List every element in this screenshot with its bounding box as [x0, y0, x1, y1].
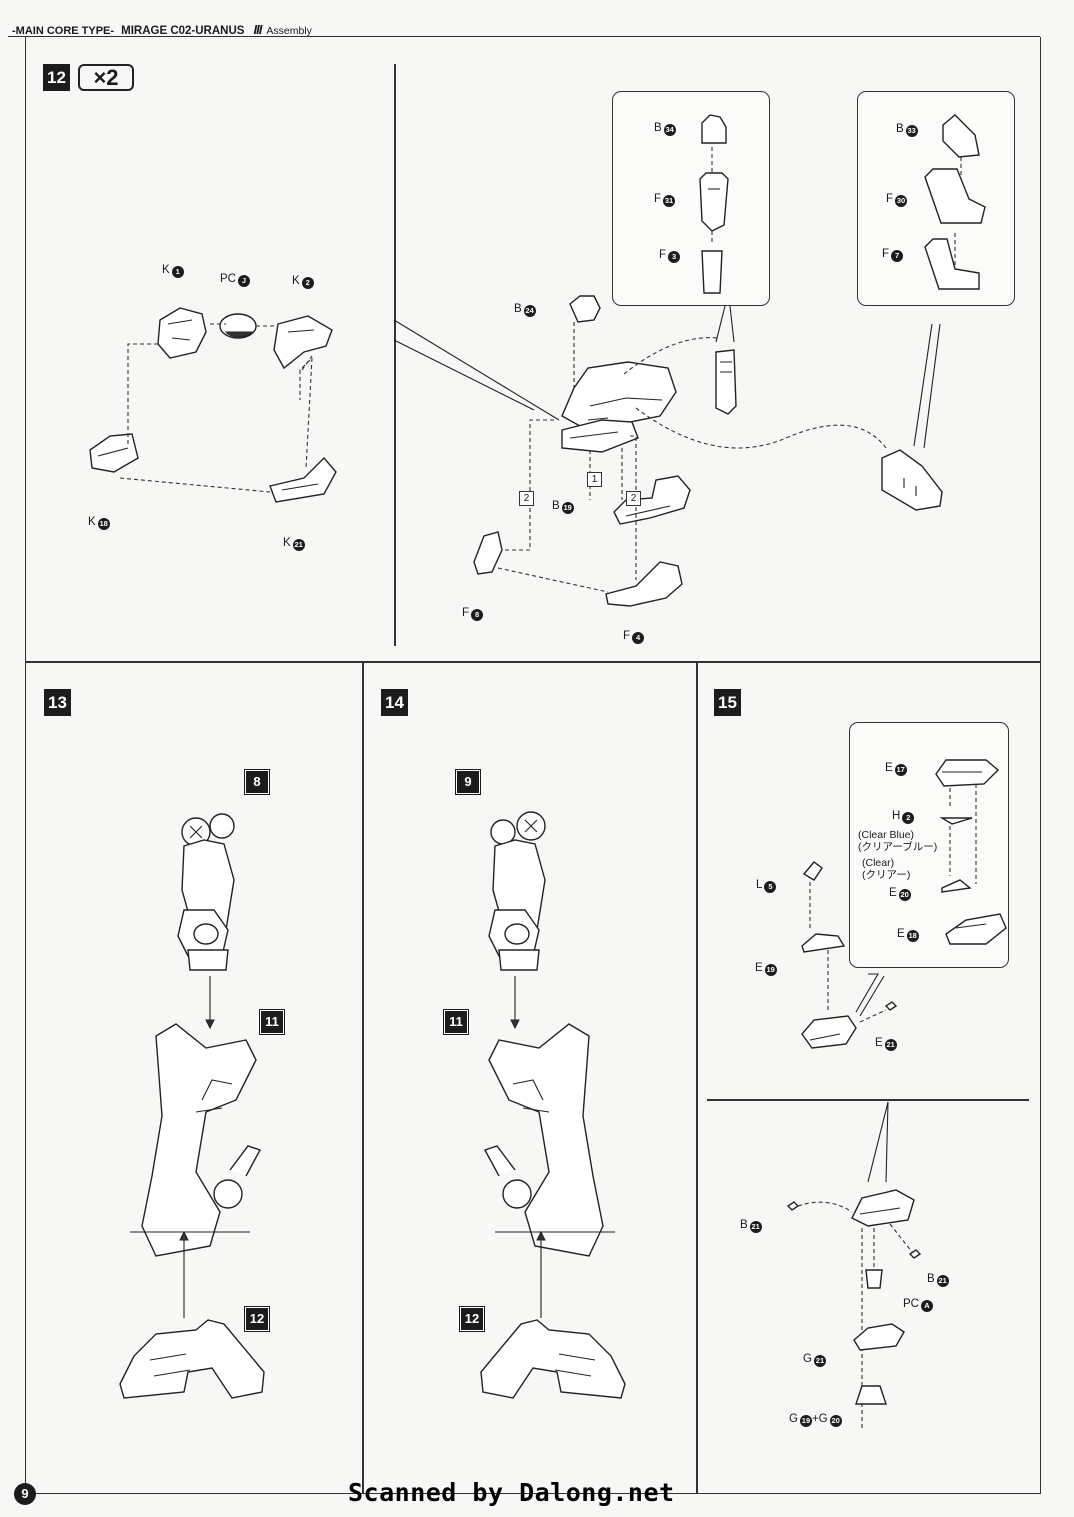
color-note-clear: (Clear)(クリアー)	[862, 857, 911, 881]
step13-leg-assembly-art	[119, 813, 265, 1399]
divider-row	[25, 661, 1041, 663]
step14-ref-mid: 11	[443, 1009, 469, 1035]
model-title: MIRAGE C02-URANUS	[121, 25, 245, 37]
step14-leg-assembly-art	[480, 811, 626, 1399]
page-number: 9	[14, 1483, 36, 1505]
step12-hip-assembly-art	[89, 307, 337, 503]
step-15-badge: 15	[714, 689, 741, 716]
order-marker-2a: 2	[519, 491, 534, 506]
step14-ref-top: 9	[455, 769, 481, 795]
scan-watermark: Scanned by Dalong.net	[348, 1478, 675, 1507]
inset-heel-cap-art	[924, 114, 986, 290]
volume-roman: III	[253, 22, 263, 37]
header-rule	[8, 36, 1040, 37]
divider-step15-sub	[707, 1099, 1029, 1101]
divider-step14-15	[696, 661, 698, 1494]
inset-toe-cap-art	[699, 114, 729, 294]
step-13-badge: 13	[44, 689, 71, 716]
order-marker-1: 1	[587, 472, 602, 487]
step13-ref-top: 8	[244, 769, 270, 795]
step-12-multiplier: ×2	[78, 64, 134, 91]
step14-ref-bottom: 12	[459, 1306, 485, 1332]
page-frame	[25, 37, 1041, 1494]
order-marker-2b: 2	[626, 491, 641, 506]
step-12-badge: 12	[43, 64, 70, 91]
section-label: -MAIN CORE TYPE-	[12, 25, 115, 37]
step13-ref-mid: 11	[259, 1009, 285, 1035]
step15-light-assembly-art	[801, 759, 1007, 1049]
page-header: -MAIN CORE TYPE- MIRAGE C02-URANUS III A…	[12, 22, 312, 37]
divider-step12-right	[394, 64, 396, 646]
assembly-label: Assembly	[266, 25, 312, 37]
inset-toe-cap	[612, 91, 770, 306]
color-note-clear-blue: (Clear Blue)(クリアーブルー)	[858, 829, 938, 853]
step12-foot-assembly-art	[393, 295, 943, 607]
step15-knee-assembly-art	[786, 1101, 922, 1428]
divider-step13-14	[362, 661, 364, 1494]
step-14-badge: 14	[381, 689, 408, 716]
step13-ref-bottom: 12	[244, 1306, 270, 1332]
